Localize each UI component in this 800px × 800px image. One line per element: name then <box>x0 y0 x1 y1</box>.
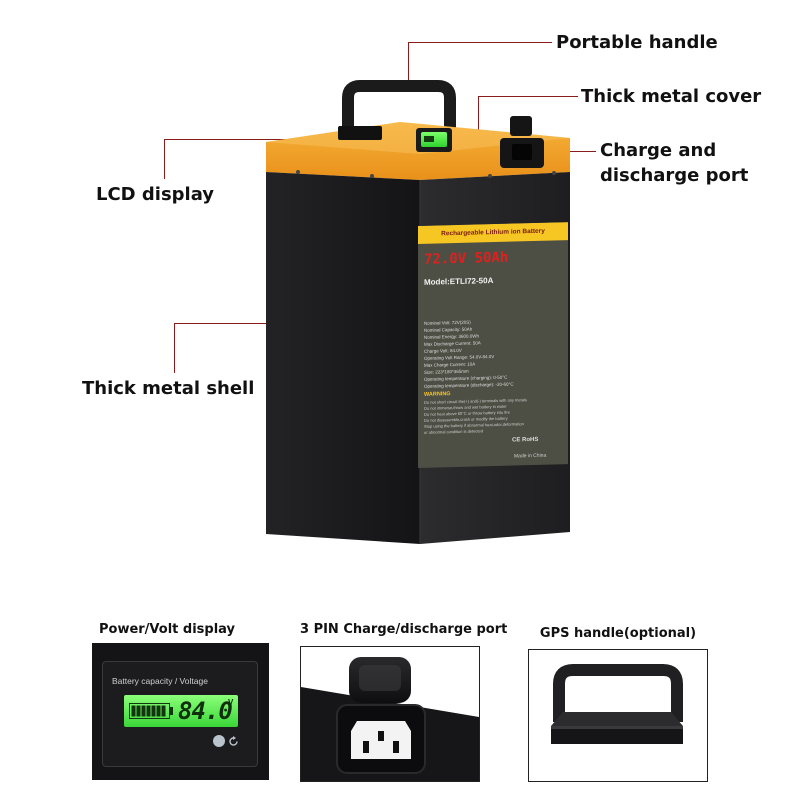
leader-line <box>174 323 344 324</box>
callout-thick-metal-shell: Thick metal shell <box>82 378 255 399</box>
label-warning-title: WARNING <box>424 391 451 398</box>
lcd-unit: V <box>228 698 234 707</box>
lcd-reading: 84.0 <box>178 697 233 725</box>
leader-line <box>408 42 409 84</box>
label-certs: CE RoHS <box>512 436 539 444</box>
callout-portable-handle: Portable handle <box>556 32 718 53</box>
leader-line <box>478 96 479 134</box>
leader-line <box>164 139 165 179</box>
label-warnings: Do not short circuit the(+) and(-) termi… <box>424 396 564 436</box>
gps-handle-illustration <box>551 664 683 744</box>
battery-level-icon <box>129 703 173 719</box>
callout-lcd-display: LCD display <box>96 184 215 205</box>
leader-line <box>478 96 578 97</box>
leader-line <box>174 323 175 373</box>
refresh-icon <box>229 736 238 746</box>
lcd-screen: 84.0 V <box>124 695 238 727</box>
leader-line <box>408 42 552 43</box>
label-model: Model:ETLI72-50A <box>424 276 494 287</box>
lcd-detail-panel: Battery capacity / Voltage 84.0 V <box>92 643 269 780</box>
charge-port-detail-panel <box>300 646 480 782</box>
callout-thick-metal-cover: Thick metal cover <box>581 86 762 107</box>
gps-handle-detail-panel <box>528 649 708 782</box>
lcd-button <box>213 735 225 747</box>
spec-label: Rechargeable Lithium ion Battery 72.0V 5… <box>418 222 568 468</box>
label-header: Rechargeable Lithium ion Battery <box>418 222 568 244</box>
lcd-caption: Battery capacity / Voltage <box>112 676 208 686</box>
power-volt-title: Power/Volt display <box>98 622 236 637</box>
iec-socket-illustration <box>301 657 479 781</box>
label-rating: 72.0V 50Ah <box>424 249 509 268</box>
callout-charge-port-line1: Charge and <box>600 140 717 161</box>
label-specs: Nominal Volt: 72V(20S) Nominal Capacity:… <box>424 316 564 390</box>
callout-charge-port-line2: discharge port <box>600 165 749 186</box>
charge-port-title: 3 PIN Charge/discharge port <box>300 622 508 637</box>
gps-handle-title: GPS handle(optional) <box>539 626 697 641</box>
label-made-in: Made in China <box>514 452 547 460</box>
